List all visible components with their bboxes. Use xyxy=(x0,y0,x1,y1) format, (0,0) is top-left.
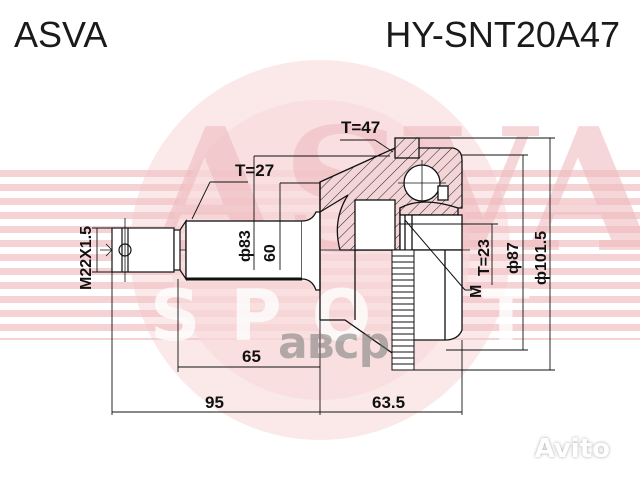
svg-text:SPORT: SPORT xyxy=(150,275,560,357)
label-60: 60 xyxy=(262,244,279,262)
label-63-5: 63.5 xyxy=(372,393,405,412)
label-65: 65 xyxy=(242,347,261,366)
avito-watermark: Avito xyxy=(534,434,610,464)
brand-title: ASVA xyxy=(14,14,108,55)
label-phi87: ф87 xyxy=(505,242,522,274)
abcp-watermark: aвср xyxy=(278,318,390,369)
label-95: 95 xyxy=(205,393,224,412)
abs-ring xyxy=(391,249,415,371)
label-thread: M22X1.5 xyxy=(78,226,95,290)
dimension-lines xyxy=(92,137,555,415)
label-t27: T=27 xyxy=(235,161,274,180)
label-phi83: ф83 xyxy=(237,230,254,262)
part-number: HY-SNT20A47 xyxy=(385,14,620,55)
threaded-end xyxy=(105,218,187,282)
shaft xyxy=(185,211,321,291)
label-t23: T=23 xyxy=(476,239,493,276)
label-phi101-5: ф101.5 xyxy=(533,231,550,285)
label-m: M xyxy=(468,285,485,298)
label-t47: T=47 xyxy=(341,118,380,137)
